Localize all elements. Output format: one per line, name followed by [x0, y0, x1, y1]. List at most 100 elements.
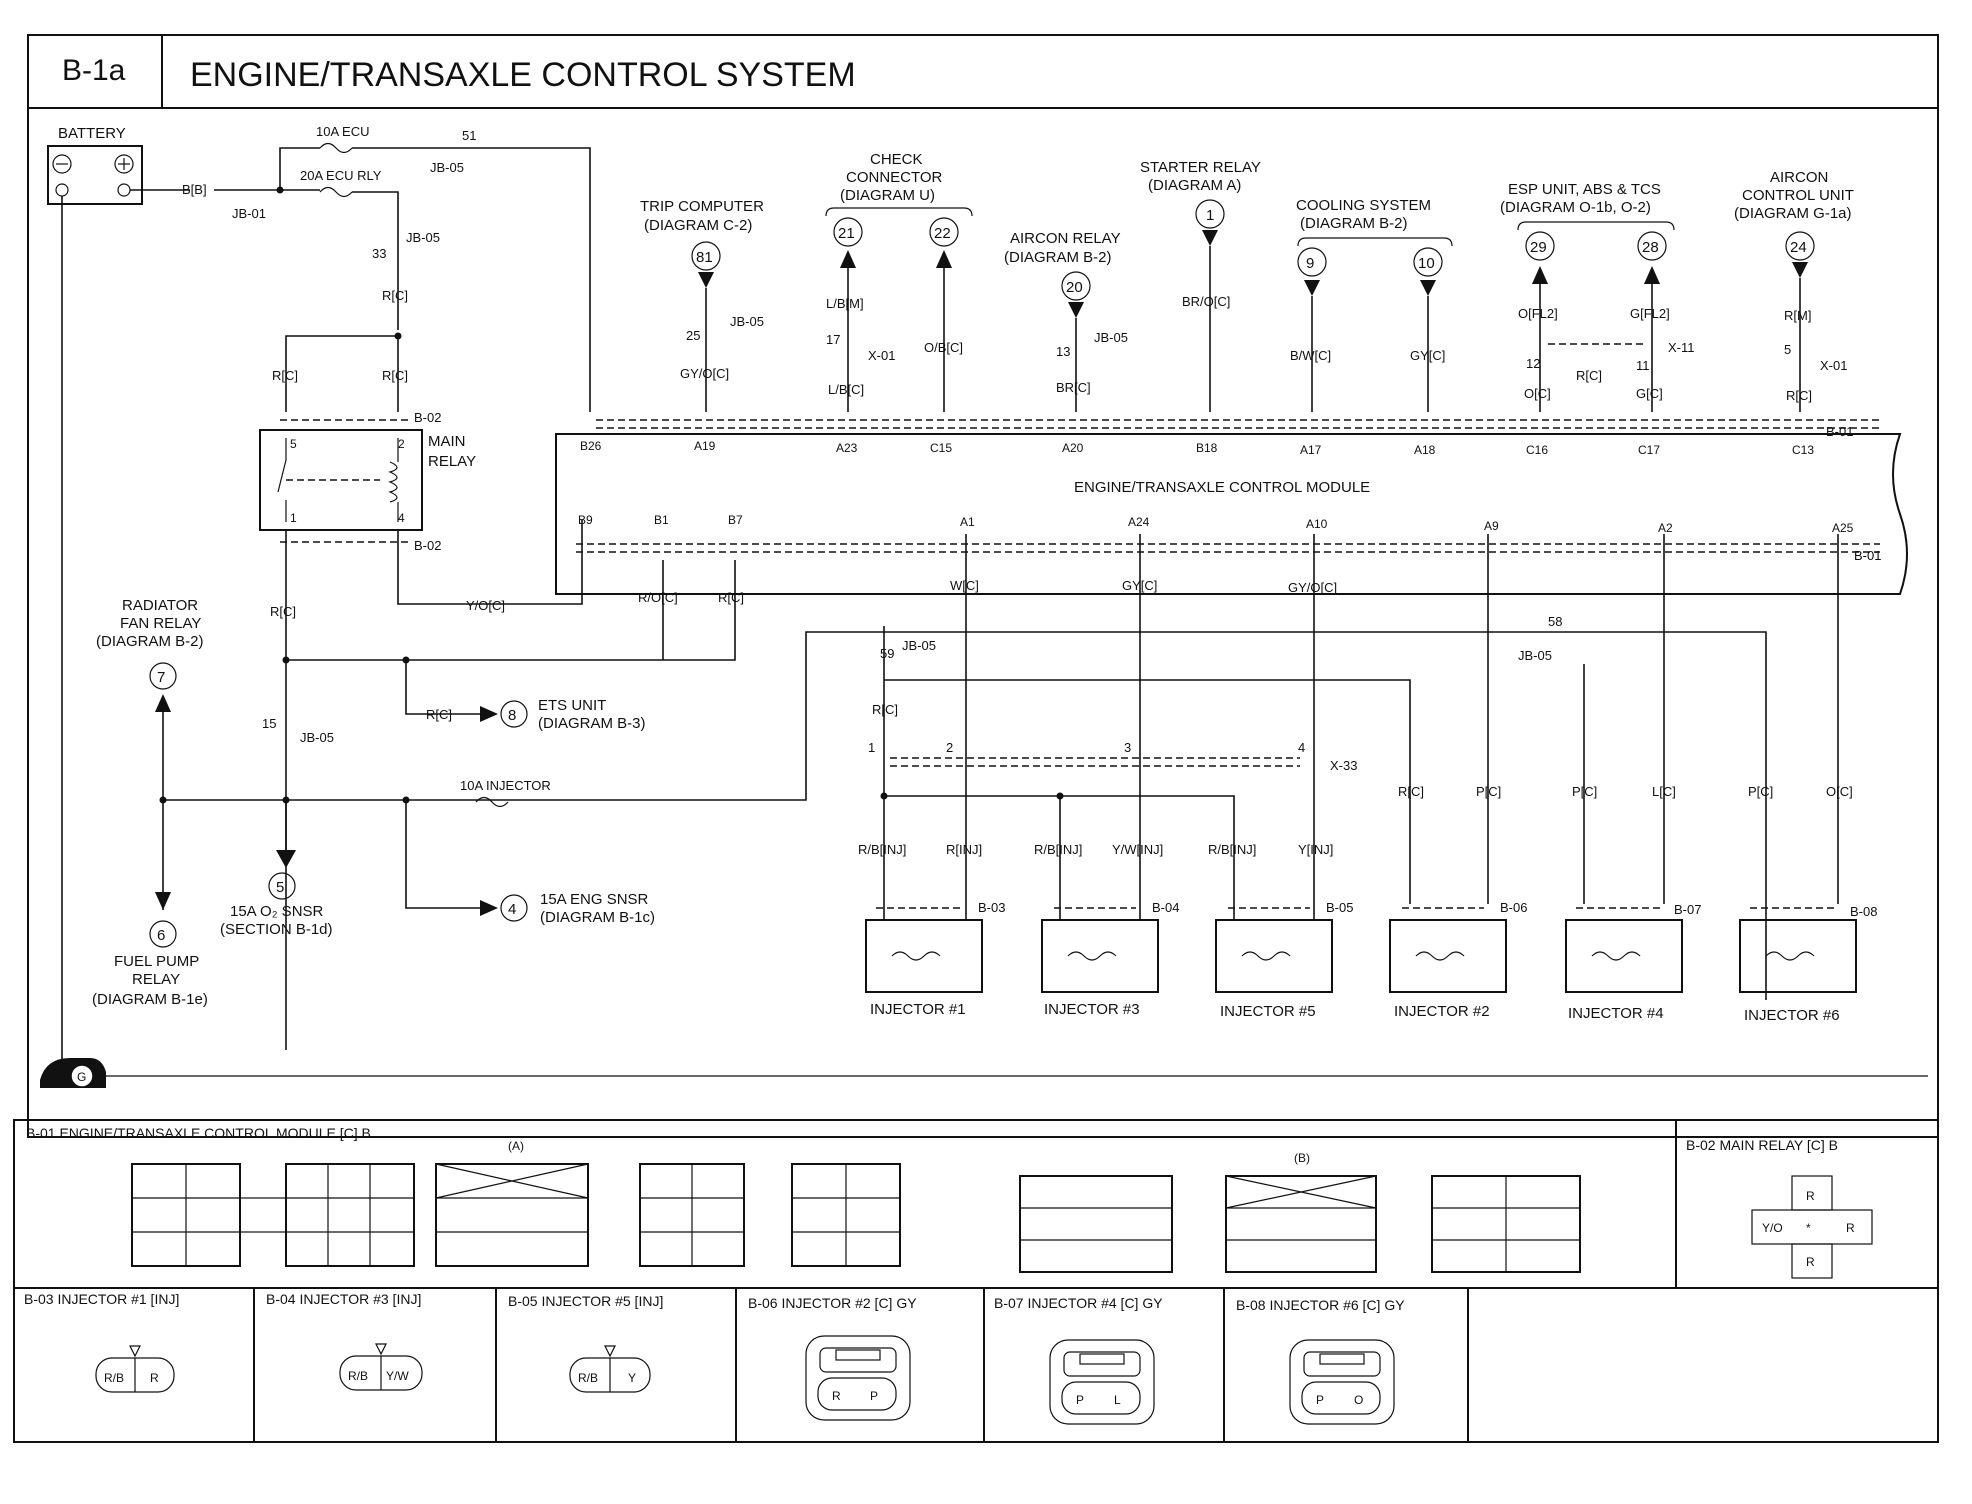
svg-text:(DIAGRAM G-1a): (DIAGRAM G-1a)	[1734, 205, 1852, 222]
svg-text:Y/O: Y/O	[1762, 1221, 1783, 1235]
svg-text:INJECTOR #6: INJECTOR #6	[1744, 1007, 1840, 1024]
svg-text:B-04 INJECTOR #3 [INJ]: B-04 INJECTOR #3 [INJ]	[266, 1291, 421, 1307]
diagram-frame	[27, 34, 1939, 1138]
svg-text:AIRCON: AIRCON	[1770, 169, 1828, 186]
svg-text:JB-05: JB-05	[1518, 648, 1552, 663]
main-relay	[259, 429, 423, 531]
svg-text:R[C]: R[C]	[1786, 388, 1812, 403]
svg-text:59: 59	[880, 646, 894, 661]
svg-text:B-03 INJECTOR #1 [INJ]: B-03 INJECTOR #1 [INJ]	[24, 1291, 179, 1307]
svg-text:P: P	[1076, 1393, 1084, 1407]
svg-text:B-01: B-01	[1826, 424, 1853, 439]
svg-text:B7: B7	[728, 513, 743, 527]
diagram-code: B-1a	[62, 54, 126, 87]
wire-bb: B[B]	[182, 182, 207, 197]
svg-text:MAIN: MAIN	[428, 433, 466, 450]
svg-text:GY[C]: GY[C]	[1410, 348, 1445, 363]
svg-text:B/W[C]: B/W[C]	[1290, 348, 1331, 363]
svg-text:R[C]: R[C]	[1398, 784, 1424, 799]
injector-6: B-08 INJECTOR #6	[1739, 904, 1877, 1024]
svg-text:B-04: B-04	[1152, 900, 1179, 915]
svg-text:R/B[INJ]: R/B[INJ]	[1034, 842, 1082, 857]
svg-text:R[C]: R[C]	[382, 368, 408, 383]
b06-plug: R P	[805, 1335, 911, 1421]
svg-text:TRIP COMPUTER: TRIP COMPUTER	[640, 198, 764, 215]
svg-text:B-06 INJECTOR #2 [C] GY: B-06 INJECTOR #2 [C] GY	[748, 1295, 917, 1311]
svg-text:R[C]: R[C]	[382, 288, 408, 303]
module-label: ENGINE/TRANSAXLE CONTROL MODULE	[1074, 479, 1370, 496]
svg-text:RELAY: RELAY	[132, 971, 180, 988]
svg-text:R/B: R/B	[104, 1371, 124, 1385]
svg-text:A2: A2	[1658, 521, 1673, 535]
svg-text:(DIAGRAM B-3): (DIAGRAM B-3)	[538, 715, 646, 732]
svg-text:GY/O[C]: GY/O[C]	[1288, 580, 1337, 595]
svg-text:W[C]: W[C]	[950, 578, 979, 593]
svg-text:12: 12	[1526, 356, 1540, 371]
b03-plug: R/B R	[95, 1345, 175, 1393]
svg-text:Y[INJ]: Y[INJ]	[1298, 842, 1333, 857]
svg-text:A23: A23	[836, 441, 858, 455]
svg-text:INJECTOR #2: INJECTOR #2	[1394, 1003, 1490, 1020]
svg-text:(DIAGRAM B-2): (DIAGRAM B-2)	[1300, 215, 1408, 232]
fuse-10a-injector	[475, 796, 509, 808]
svg-text:(DIAGRAM U): (DIAGRAM U)	[840, 187, 935, 204]
svg-text:10: 10	[1418, 255, 1435, 272]
svg-text:10A INJECTOR: 10A INJECTOR	[460, 778, 551, 793]
svg-text:R/B: R/B	[578, 1371, 598, 1385]
svg-text:15A O₂ SNSR: 15A O₂ SNSR	[230, 903, 324, 920]
svg-text:JB-05: JB-05	[902, 638, 936, 653]
svg-text:INJECTOR #1: INJECTOR #1	[870, 1001, 966, 1018]
svg-text:C16: C16	[1526, 443, 1548, 457]
svg-text:B-05 INJECTOR #5 [INJ]: B-05 INJECTOR #5 [INJ]	[508, 1293, 663, 1309]
svg-text:P[C]: P[C]	[1572, 784, 1597, 799]
svg-text:4: 4	[398, 511, 405, 525]
svg-text:GY/O[C]: GY/O[C]	[680, 366, 729, 381]
svg-text:R: R	[1806, 1189, 1815, 1203]
battery-label: BATTERY	[58, 125, 126, 142]
svg-text:(DIAGRAM B-1e): (DIAGRAM B-1e)	[92, 991, 208, 1008]
svg-text:P: P	[1316, 1393, 1324, 1407]
svg-text:28: 28	[1642, 239, 1659, 256]
svg-text:R: R	[150, 1371, 159, 1385]
svg-text:5: 5	[1784, 342, 1791, 357]
svg-text:B-01: B-01	[1854, 548, 1881, 563]
svg-text:5: 5	[290, 437, 297, 451]
injector-1: B-03 INJECTOR #1	[865, 848, 1005, 1018]
svg-text:R: R	[1846, 1221, 1855, 1235]
svg-text:(DIAGRAM B-2): (DIAGRAM B-2)	[1004, 249, 1112, 266]
svg-text:ETS UNIT: ETS UNIT	[538, 697, 606, 714]
svg-text:B-07 INJECTOR #4 [C] GY: B-07 INJECTOR #4 [C] GY	[994, 1295, 1163, 1311]
svg-text:(SECTION B-1d): (SECTION B-1d)	[220, 921, 333, 938]
svg-text:B-05: B-05	[1326, 900, 1353, 915]
svg-text:(DIAGRAM B-1c): (DIAGRAM B-1c)	[540, 909, 655, 926]
svg-text:R: R	[832, 1389, 841, 1403]
svg-text:L/B[M]: L/B[M]	[826, 296, 864, 311]
svg-text:1: 1	[1206, 207, 1214, 224]
svg-text:(DIAGRAM A): (DIAGRAM A)	[1148, 177, 1241, 194]
svg-text:4: 4	[508, 901, 516, 918]
svg-text:B-07: B-07	[1674, 902, 1701, 917]
svg-text:B26: B26	[580, 439, 602, 453]
svg-text:Y/O[C]: Y/O[C]	[466, 598, 505, 613]
svg-text:2: 2	[946, 740, 953, 755]
svg-text:21: 21	[838, 225, 855, 242]
ground-symbol: G	[40, 1058, 1928, 1088]
svg-text:O: O	[1354, 1393, 1363, 1407]
svg-text:O/B[C]: O/B[C]	[924, 340, 963, 355]
b01-connector-a	[131, 1163, 901, 1267]
svg-text:51: 51	[462, 128, 476, 143]
svg-text:O[FL2]: O[FL2]	[1518, 306, 1558, 321]
module-top-pins: B26 A19 A23 C15 A20 B18 A17 A18 C16 C17 …	[580, 439, 1814, 457]
svg-text:CONNECTOR: CONNECTOR	[846, 169, 943, 186]
svg-text:8: 8	[508, 707, 516, 724]
svg-text:B-08: B-08	[1850, 904, 1877, 919]
svg-text:A9: A9	[1484, 519, 1499, 533]
svg-text:STARTER RELAY: STARTER RELAY	[1140, 159, 1261, 176]
page-title: ENGINE/TRANSAXLE CONTROL SYSTEM	[190, 56, 856, 94]
svg-text:(DIAGRAM O-1b, O-2): (DIAGRAM O-1b, O-2)	[1500, 199, 1651, 216]
svg-text:A19: A19	[694, 439, 716, 453]
svg-text:RELAY: RELAY	[428, 453, 476, 470]
svg-text:A10: A10	[1306, 517, 1328, 531]
b05-plug: R/B Y	[569, 1345, 651, 1393]
